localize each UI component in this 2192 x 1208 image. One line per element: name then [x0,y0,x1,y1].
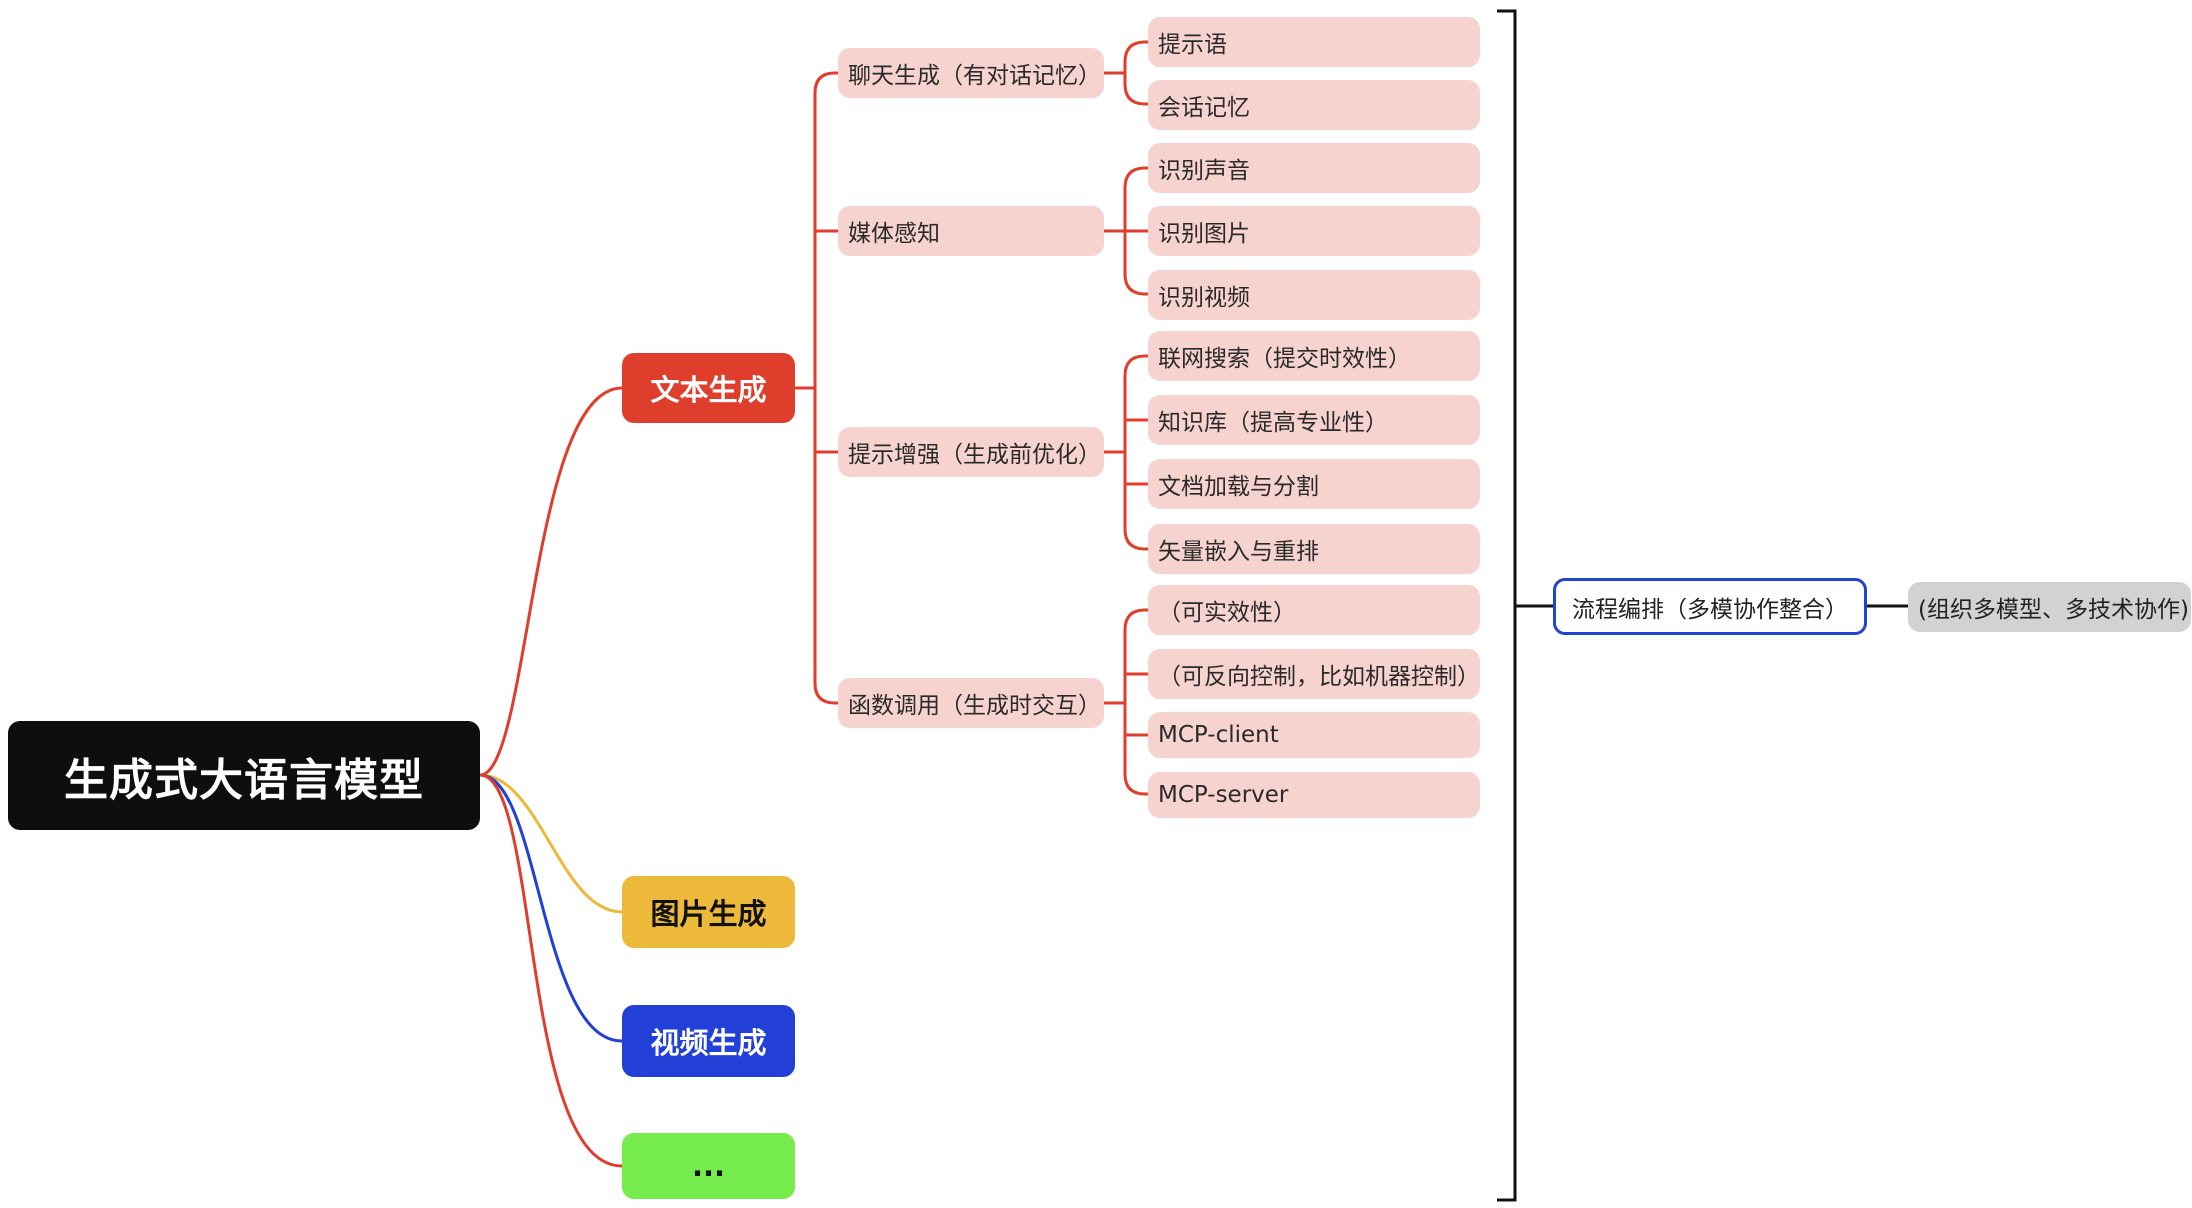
media-group-to-items-lines [1104,166,1148,296]
item-document-loading[interactable]: 文档加载与分割 [1148,459,1480,509]
root-to-video-branch-line [479,773,623,1043]
item-recognize-image[interactable]: 识别图片 [1148,206,1480,256]
summary-bracket [1497,9,1517,1202]
root-to-more-branch-line [479,773,623,1168]
group-media-perception[interactable]: 媒体感知 [838,206,1104,256]
item-web-search[interactable]: 联网搜索（提交时效性） [1148,331,1480,381]
group-prompt-enhancement[interactable]: 提示增强（生成前优化） [838,427,1104,477]
root-to-text-branch-line [479,386,623,777]
item-recognize-sound[interactable]: 识别声音 [1148,143,1480,193]
item-prompt[interactable]: 提示语 [1148,17,1480,67]
branch-image-generation[interactable]: 图片生成 [622,876,795,948]
root-node[interactable]: 生成式大语言模型 [8,721,480,830]
orchestration-note: (组织多模型、多技术协作) [1908,582,2191,632]
item-knowledge-base[interactable]: 知识库（提高专业性） [1148,395,1480,445]
item-reverse-control[interactable]: （可反向控制，比如机器控制） [1148,649,1480,699]
item-session-memory[interactable]: 会话记忆 [1148,80,1480,130]
item-effectiveness[interactable]: （可实效性） [1148,585,1480,635]
item-vector-embedding[interactable]: 矢量嵌入与重排 [1148,524,1480,574]
function-group-to-items-lines [1104,608,1148,796]
item-recognize-video[interactable]: 识别视频 [1148,270,1480,320]
item-mcp-server[interactable]: MCP-server [1148,772,1480,818]
orchestration-node[interactable]: 流程编排（多模协作整合） [1553,578,1867,635]
item-mcp-client[interactable]: MCP-client [1148,712,1480,758]
enhance-group-to-items-lines [1104,354,1148,551]
chat-group-to-items-lines [1104,40,1148,106]
text-branch-to-groups-lines [795,71,838,705]
branch-more[interactable]: ... [622,1133,795,1199]
branch-text-generation[interactable]: 文本生成 [622,353,795,423]
branch-video-generation[interactable]: 视频生成 [622,1005,795,1077]
root-to-image-branch-line [479,773,623,914]
group-function-calling[interactable]: 函数调用（生成时交互） [838,678,1104,728]
group-chat-generation[interactable]: 聊天生成（有对话记忆） [838,48,1104,98]
